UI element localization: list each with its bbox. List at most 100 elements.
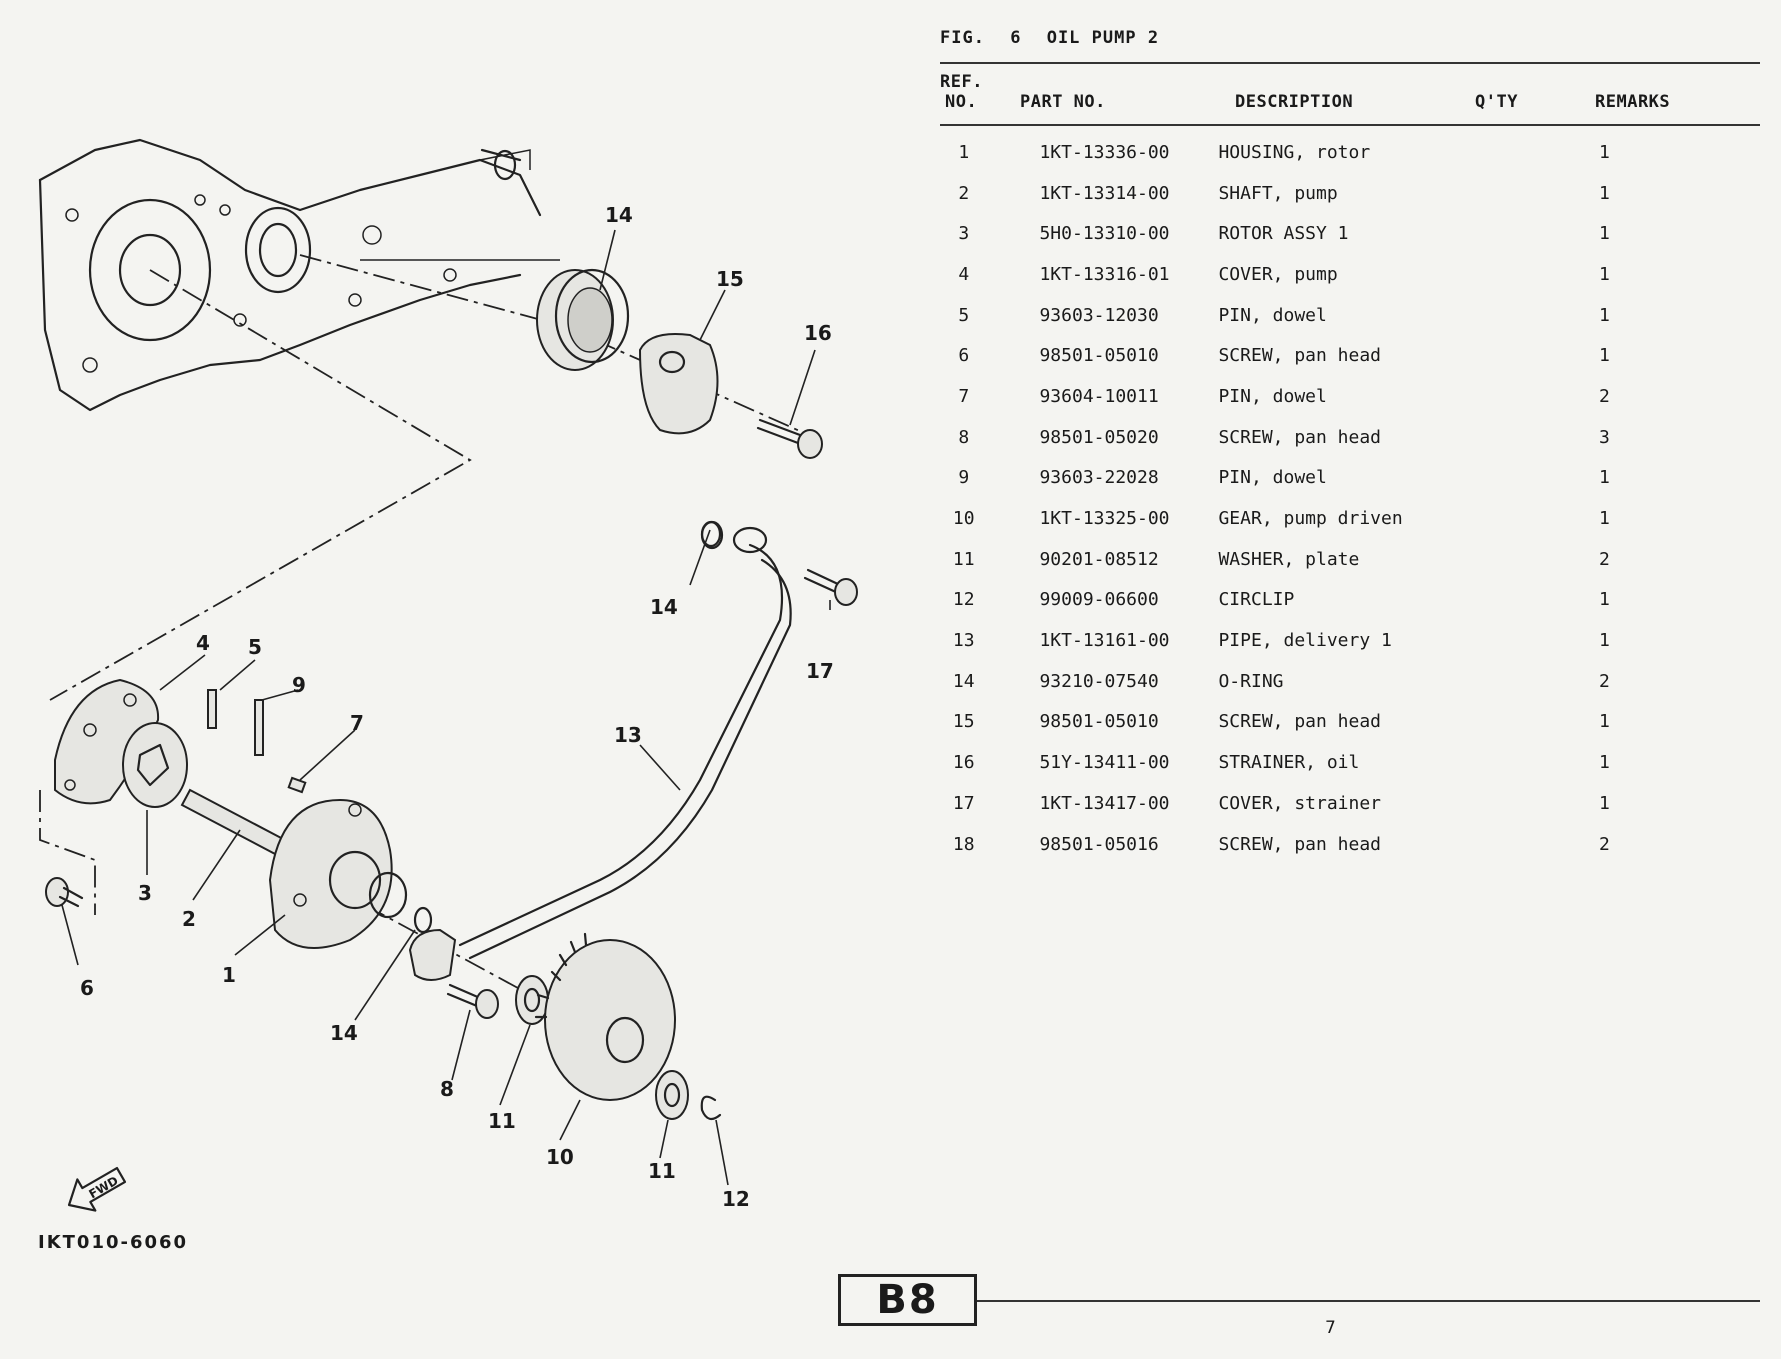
callout-4: 4 <box>196 631 210 655</box>
page-number: 7 <box>1325 1318 1336 1338</box>
description-cell: CIRCLIP <box>1218 589 1295 611</box>
ref-cell: 7 <box>958 385 970 407</box>
callout-2: 2 <box>182 907 196 931</box>
screw-8-part <box>446 983 499 1019</box>
quantity-cell: 2 <box>1599 548 1610 570</box>
fwd-arrow-icon: FWD <box>67 1166 127 1212</box>
part-number-cell: 1KT-13314-00 <box>1039 182 1170 204</box>
part-number-cell: 51Y-13411-00 <box>1039 752 1170 774</box>
pump-driven-gear-part <box>534 932 676 1101</box>
crankcase-outline <box>38 138 560 412</box>
callout-6: 6 <box>80 976 94 1000</box>
ref-cell: 16 <box>952 752 975 774</box>
ref-cell: 10 <box>952 508 975 530</box>
section-label: B8 <box>838 1274 977 1326</box>
figure-label: FIG. <box>940 28 985 48</box>
col-ref-header-2: NO. <box>945 92 978 112</box>
remarks-cell <box>1663 824 1781 865</box>
callout-18: 16 <box>804 321 832 345</box>
quantity-cell: 1 <box>1599 792 1610 814</box>
circlip-part <box>700 1095 722 1121</box>
callout-16: 14 <box>605 203 633 227</box>
part-number-cell: 93603-12030 <box>1039 304 1159 326</box>
col-description-header: DESCRIPTION <box>1235 92 1354 112</box>
ref-cell: 2 <box>958 182 970 204</box>
callout-1: 1 <box>222 963 236 987</box>
col-remarks-header: REMARKS <box>1595 92 1671 112</box>
ref-cell: 11 <box>952 548 975 570</box>
callout-11-right: 11 <box>648 1159 676 1183</box>
ref-cell: 6 <box>958 345 970 367</box>
screw-18-part <box>756 418 823 459</box>
remarks-cell <box>1663 132 1781 173</box>
ref-cell: 4 <box>958 263 970 285</box>
remarks-cell <box>1663 580 1781 621</box>
ref-cell: 5 <box>958 304 970 326</box>
ref-cell: 3 <box>958 223 970 245</box>
col-partno-header: PART NO. <box>1020 92 1106 112</box>
quantity-cell: 2 <box>1599 670 1610 692</box>
rotor-part <box>122 722 188 808</box>
remarks-cell <box>1663 376 1781 417</box>
remarks-cell <box>1663 417 1781 458</box>
ref-cell: 17 <box>952 792 975 814</box>
quantity-cell: 1 <box>1599 345 1610 367</box>
header-top-rule <box>940 62 1760 64</box>
description-cell: PIN, dowel <box>1218 304 1327 326</box>
description-cell: PIN, dowel <box>1218 385 1327 407</box>
washer-part <box>515 975 689 1120</box>
delivery-pipe-part <box>458 520 792 960</box>
quantity-cell: 1 <box>1599 630 1610 652</box>
rotor-housing-part <box>268 798 408 949</box>
description-cell: SHAFT, pump <box>1218 182 1338 204</box>
remarks-cell <box>1663 783 1781 824</box>
part-number-cell: 98501-05016 <box>1039 833 1159 855</box>
description-cell: ROTOR ASSY 1 <box>1218 223 1349 245</box>
remarks-cell <box>1663 335 1781 376</box>
remarks-cell <box>1663 254 1781 295</box>
strainer-cover-part <box>638 333 719 435</box>
col-qty-header: Q'TY <box>1475 92 1518 112</box>
part-number-cell: 98501-05020 <box>1039 426 1159 448</box>
part-number-cell: 93210-07540 <box>1039 670 1159 692</box>
description-cell: SCREW, pan head <box>1218 711 1382 733</box>
ref-cell: 18 <box>952 833 975 855</box>
part-number-cell: 5H0-13310-00 <box>1039 223 1170 245</box>
callout-7: 7 <box>350 711 364 735</box>
remarks-cell <box>1663 458 1781 499</box>
description-cell: HOUSING, rotor <box>1218 141 1371 163</box>
callout-17: 15 <box>716 267 744 291</box>
illustration-code: IKT010-6060 <box>38 1232 189 1253</box>
callout-11-left: 11 <box>488 1109 516 1133</box>
description-cell: PIN, dowel <box>1218 467 1327 489</box>
quantity-cell: 1 <box>1599 752 1610 774</box>
callout-14-bottom: 14 <box>330 1021 358 1045</box>
part-number-cell: 99009-06600 <box>1039 589 1159 611</box>
dowel-pins <box>207 689 307 794</box>
ref-cell: 12 <box>952 589 975 611</box>
callout-13: 13 <box>614 723 642 747</box>
description-cell: SCREW, pan head <box>1218 426 1382 448</box>
callout-3: 3 <box>138 881 152 905</box>
strainer-part <box>536 268 630 371</box>
part-number-cell: 90201-08512 <box>1039 548 1159 570</box>
quantity-cell: 2 <box>1599 385 1610 407</box>
remarks-cell <box>1663 173 1781 214</box>
remarks-cell <box>1663 742 1781 783</box>
screw-6-part <box>45 877 84 908</box>
part-number-cell: 1KT-13316-01 <box>1039 263 1170 285</box>
o-rings <box>408 520 722 981</box>
ref-cell: 15 <box>952 711 975 733</box>
part-number-cell: 1KT-13417-00 <box>1039 792 1170 814</box>
